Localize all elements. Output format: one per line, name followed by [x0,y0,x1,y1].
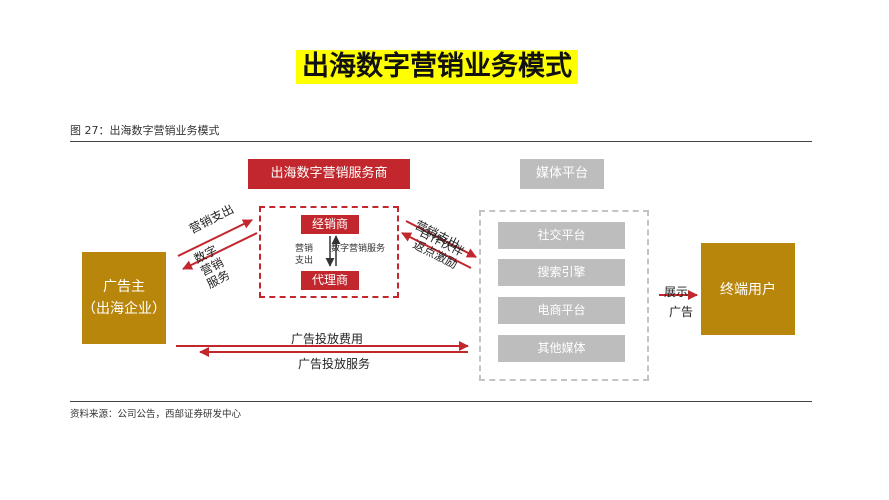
arrow-provider-to-media [405,220,477,258]
service-provider-header: 出海数字营销服务商 [248,159,410,189]
page-title: 出海数字营销业务模式 [296,50,578,84]
dealer-box: 经销商 [301,215,359,234]
arrow-advertiser-to-provider [177,219,253,257]
flow-label-ad-fee: 广告投放费用 [291,332,364,346]
media-item-other: 其他媒体 [498,335,625,362]
agent-box: 代理商 [301,271,359,290]
advertiser-box: 广告主 （出海企业） [82,252,166,344]
service-provider-box [259,206,399,298]
media-item-social: 社交平台 [498,222,625,249]
top-rule [70,141,812,142]
media-platform-header: 媒体平台 [520,159,604,189]
inner-digital-service-label: 数字营销服务 [330,244,385,254]
flow-label-ad: 广告 [669,305,694,319]
flow-label-ad-service: 广告投放服务 [298,357,371,371]
media-item-search: 搜索引擎 [498,259,625,286]
arrow-media-to-provider [401,232,472,269]
advertiser-label: 广告主 [103,279,145,295]
advertiser-sublabel: （出海企业） [82,301,166,317]
source-note: 资料来源：公司公告，西部证券研发中心 [70,409,242,420]
media-platform-box [479,210,649,381]
media-item-ecommerce: 电商平台 [498,297,625,324]
flow-label-display: 展示 [664,285,689,299]
bottom-rule [70,401,812,402]
arrow-provider-to-advertiser [182,232,258,270]
end-user-box: 终端用户 [701,243,795,335]
figure-caption: 图 27：出海数字营销业务模式 [70,124,220,137]
inner-marketing-expense-label: 营销支出 [294,244,313,266]
